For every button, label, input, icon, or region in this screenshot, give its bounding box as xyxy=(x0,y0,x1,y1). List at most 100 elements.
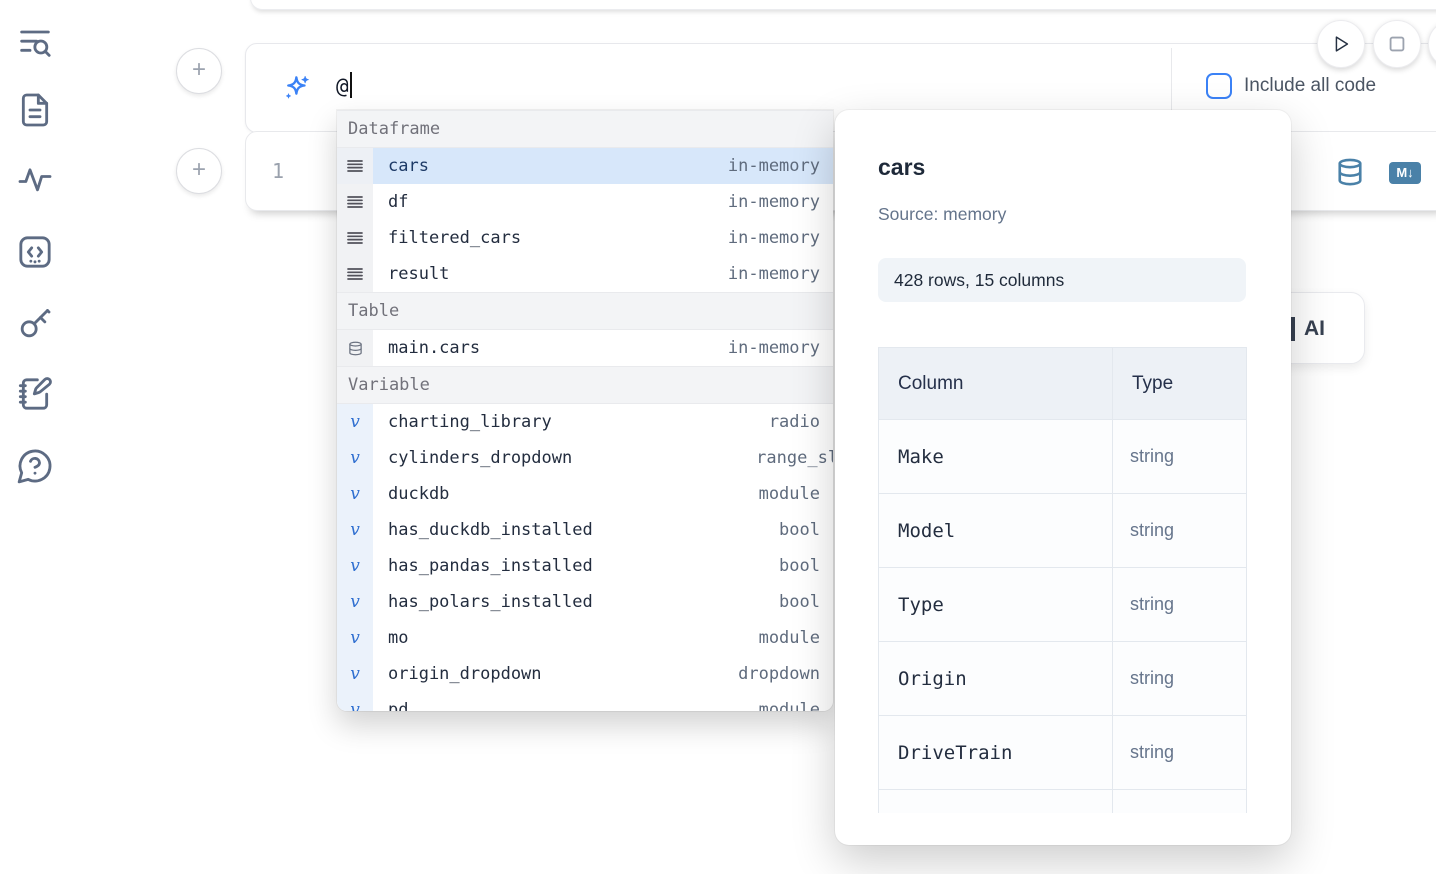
autocomplete-section-header: Dataframe xyxy=(337,110,833,148)
autocomplete-item-name: cars xyxy=(388,156,429,176)
variable-icon: v xyxy=(337,548,373,584)
schema-column-type: string xyxy=(1112,641,1247,716)
schema-column-type: string xyxy=(1112,715,1247,790)
popup-title: cars xyxy=(878,154,926,180)
variable-icon: v xyxy=(337,512,373,548)
list-search-icon[interactable] xyxy=(15,22,55,62)
database-engine-icon[interactable] xyxy=(1335,157,1365,187)
autocomplete-item-type: module xyxy=(758,700,820,711)
run-button[interactable] xyxy=(1317,20,1365,68)
autocomplete-item-name: has_pandas_installed xyxy=(388,556,593,576)
variable-icon: v xyxy=(337,620,373,656)
variable-icon: v xyxy=(337,584,373,620)
autocomplete-item-name: pd xyxy=(388,700,409,711)
schema-header-row: Column Type xyxy=(878,347,1247,420)
autocomplete-item-name: has_polars_installed xyxy=(388,592,593,612)
schema-column-name: Make xyxy=(878,419,1113,494)
schema-column-type: string xyxy=(1112,493,1247,568)
line-number: 1 xyxy=(272,159,285,183)
prompt-input[interactable]: @ xyxy=(336,72,352,98)
schema-column-name xyxy=(878,789,1113,813)
autocomplete-item[interactable]: v pd module xyxy=(337,692,833,711)
prompt-divider xyxy=(1171,48,1172,128)
autocomplete-item[interactable]: main.cars in-memory xyxy=(337,330,833,366)
schema-column-type: string xyxy=(1112,567,1247,642)
help-chat-icon[interactable] xyxy=(15,446,55,486)
autocomplete-item[interactable]: v origin_dropdown dropdown xyxy=(337,656,833,692)
autocomplete-item-type: in-memory xyxy=(727,338,820,358)
include-all-code-checkbox[interactable] xyxy=(1206,73,1232,99)
autocomplete-item-name: has_duckdb_installed xyxy=(388,520,593,540)
add-cell-button-bottom[interactable]: + xyxy=(176,148,222,194)
schema-header-column: Column xyxy=(878,347,1113,420)
file-text-icon[interactable] xyxy=(15,90,55,130)
stop-button[interactable] xyxy=(1373,20,1421,68)
autocomplete-item-name: duckdb xyxy=(388,484,450,504)
autocomplete-item-name: result xyxy=(388,264,450,284)
schema-column-type: string xyxy=(1112,419,1247,494)
dataframe-rows-icon xyxy=(337,220,373,256)
activity-icon[interactable] xyxy=(15,159,55,199)
autocomplete-item[interactable]: v has_pandas_installed bool xyxy=(337,548,833,584)
notebook-pen-icon[interactable] xyxy=(15,374,55,414)
autocomplete-item[interactable]: cars in-memory xyxy=(337,148,833,184)
variable-icon: v xyxy=(337,476,373,512)
autocomplete-item-name: charting_library xyxy=(388,412,552,432)
autocomplete-item-type: in-memory xyxy=(727,156,820,176)
autocomplete-item-type: dropdown xyxy=(738,664,820,684)
dataframe-rows-icon xyxy=(337,148,373,184)
previous-cell-edge xyxy=(250,0,1436,10)
stop-icon xyxy=(1389,36,1405,52)
autocomplete-item-name: filtered_cars xyxy=(388,228,522,248)
variable-icon: v xyxy=(337,656,373,692)
popup-shape-badge: 428 rows, 15 columns xyxy=(878,258,1246,302)
schema-column-name: Model xyxy=(878,493,1113,568)
autocomplete-item-type: bool xyxy=(779,592,820,612)
dataframe-rows-icon xyxy=(337,256,373,292)
database-icon xyxy=(337,330,373,366)
autocomplete-item-type: module xyxy=(758,484,820,504)
autocomplete-item-type: in-memory xyxy=(727,264,820,284)
popup-source: Source: memory xyxy=(878,204,1007,224)
key-icon[interactable] xyxy=(15,303,55,343)
variable-icon: v xyxy=(337,404,373,440)
autocomplete-item-type: bool xyxy=(779,556,820,576)
variable-icon: v xyxy=(337,440,373,476)
text-caret xyxy=(349,72,352,98)
autocomplete-item-name: df xyxy=(388,192,409,212)
autocomplete-item[interactable]: result in-memory xyxy=(337,256,833,292)
autocomplete-item[interactable]: v has_polars_installed bool xyxy=(337,584,833,620)
autocomplete-item-type: range_slider xyxy=(756,448,833,468)
clipped-letter-fragment xyxy=(1291,317,1295,341)
code-box-icon[interactable] xyxy=(15,232,55,272)
prompt-typed-text: @ xyxy=(336,74,349,98)
autocomplete-item-name: origin_dropdown xyxy=(388,664,542,684)
autocomplete-item-name: main.cars xyxy=(388,338,481,358)
dataframe-preview-popup: cars Source: memory 428 rows, 15 columns… xyxy=(835,110,1291,845)
add-cell-button-top[interactable]: + xyxy=(176,48,222,94)
schema-column-name: Type xyxy=(878,567,1113,642)
schema-column-type xyxy=(1112,789,1247,813)
autocomplete-item-name: mo xyxy=(388,628,409,648)
autocomplete-section-header: Table xyxy=(337,292,833,330)
variable-icon: v xyxy=(337,692,373,711)
sidebar xyxy=(0,0,72,874)
markdown-icon[interactable]: M↓ xyxy=(1389,162,1421,184)
ai-card-label: AI xyxy=(1304,317,1325,340)
